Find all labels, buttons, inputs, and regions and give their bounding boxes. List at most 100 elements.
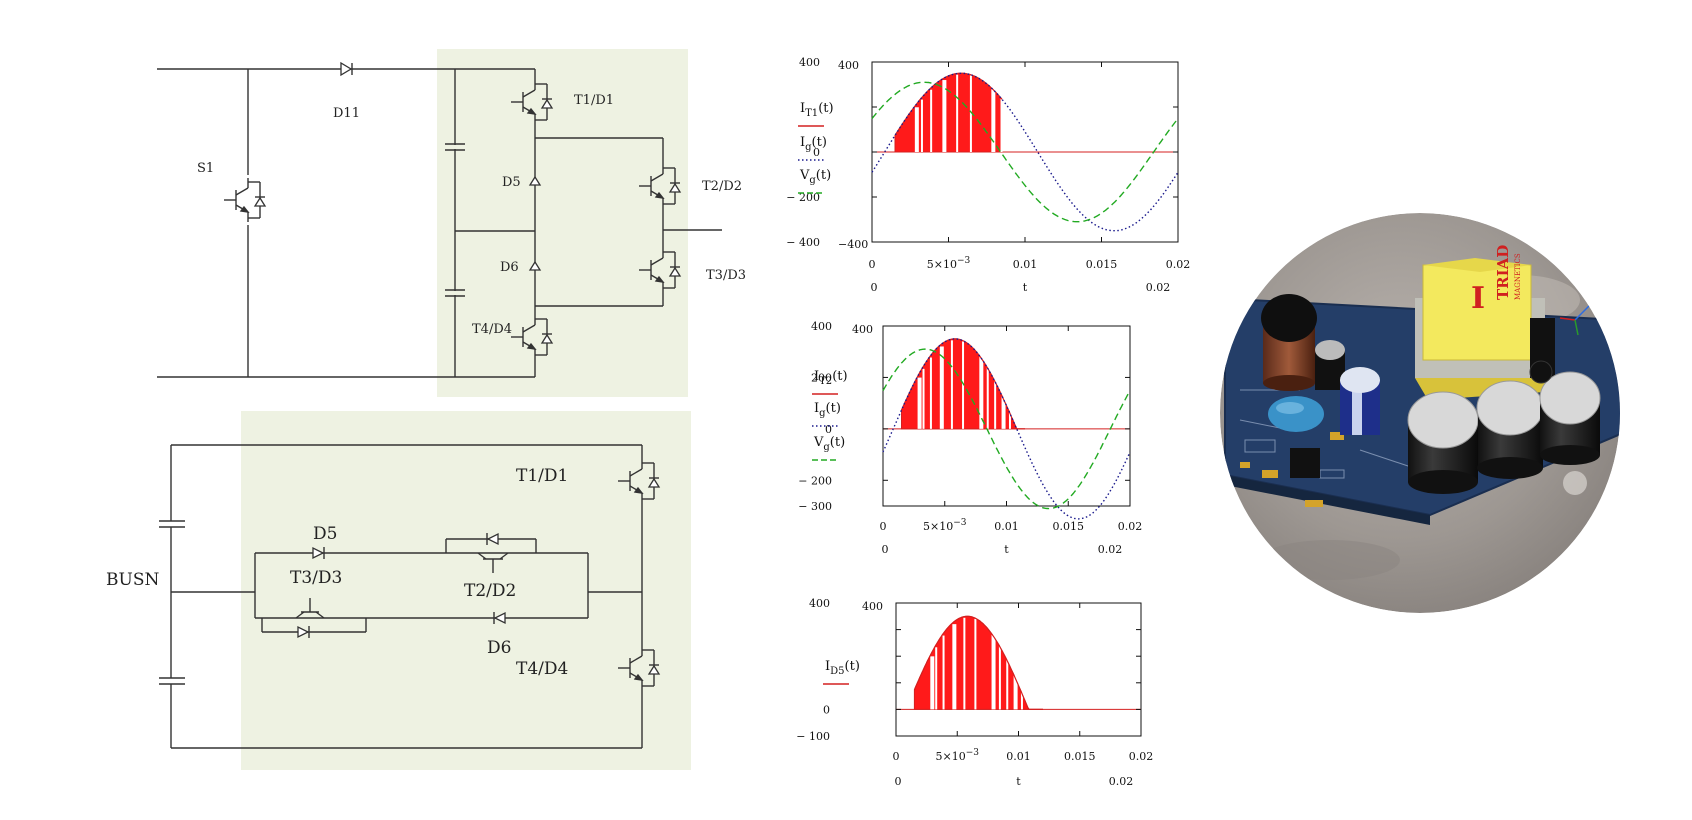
pulse-gap [998,646,1001,710]
busn-label: BUSN [106,570,159,590]
pulse-gap [991,634,996,710]
x-range-end-label: 0.02 [1098,543,1123,556]
pulse-gap [974,618,977,710]
x-tick-label: 5×10−3 [936,748,980,763]
t2d2-label: T2/D2 [702,179,742,194]
y-tick-label: − 200 [798,474,832,487]
y-tick-label: − 100 [796,730,830,743]
x-tick-label: 0.015 [1053,520,1085,533]
d5-diode-icon [312,546,325,560]
pulse-gap [917,377,922,429]
pulse-gap [939,346,944,429]
y-axis-top-label: 400 [838,59,859,72]
pulse-gap [956,74,959,152]
pulse-gap [979,356,984,429]
x-variable-label: t [1004,543,1009,556]
t1d1-label: T1/D1 [574,93,614,108]
x-tick-label: 5×10−3 [923,518,967,533]
ic-chip [1290,448,1320,478]
pulse-gap [963,617,966,710]
legend-label: Ig(t) [814,401,841,419]
y-tick-label: − 300 [798,500,832,513]
legend-label: IT1(t) [800,101,834,119]
top-circuit-wires [157,68,722,378]
series-vg [871,81,1179,223]
x-range-end-label: 0.02 [1109,775,1134,788]
x-range-start-label: 0 [882,543,889,556]
bottom-d6-label: D6 [487,638,511,658]
x-tick-label: 5×10−3 [927,256,971,271]
pulse-gap [922,368,925,429]
pulse-gap [994,380,997,429]
pulse-gap [1020,692,1023,710]
top-circuit: D11 S1 T1/D1 D5 D6 T2/D2 T3/D3 T4/D4 [157,49,746,397]
y-tick-label: 200 [811,371,832,384]
transformer-logo-text: TRIAD [1494,245,1512,300]
pulse-gap [1013,675,1018,710]
d3-diode-icon [297,625,310,639]
pulse-envelope [913,615,1043,711]
pulse-gap [929,357,932,429]
x-range-start-label: 0 [871,281,878,294]
bottom-t2d2-label: T2/D2 [464,581,516,601]
series-i-t1-t- [894,72,1003,153]
bottom-t3d3-label: T3/D3 [290,568,342,588]
x-tick-label: 0.01 [1006,750,1031,763]
view-control-icon[interactable] [1563,471,1587,495]
legend-label: Vg(t) [813,435,845,453]
t3d3-label: T3/D3 [706,268,746,283]
series-vg [882,348,1131,510]
pulse-gap [1006,659,1009,710]
pulse-gap [914,107,919,152]
series-ig [882,338,1131,520]
x-variable-label: t [1016,775,1021,788]
pulse-gap [991,88,996,152]
top-circuit-highlight [437,49,688,397]
legend-label: ID5(t) [825,659,860,677]
y-tick-label: 0 [813,146,820,159]
ceramic-capacitor [1268,396,1324,432]
pulse-gap [942,635,945,710]
s1-igbt-icon [223,177,266,223]
bottom-d5-label: D5 [313,524,337,544]
view-axis-triad-icon [1559,304,1591,336]
pulse-gap [942,80,947,152]
x-variable-label: t [1023,281,1028,294]
legend-label: Ig(t) [800,135,827,153]
transformer-logo-icon: I [1471,281,1485,316]
legend-label: Vg(t) [799,168,831,186]
pulse-gap [935,647,938,710]
pulse-gap [969,75,972,152]
x-range-end-label: 0.02 [1146,281,1171,294]
bottom-circuit-highlight [241,411,691,770]
legend-label: IT2(t) [814,369,848,387]
x-tick-label: 0.01 [994,520,1019,533]
x-tick-label: 0.02 [1118,520,1143,533]
y-tick-label: 400 [799,56,820,69]
y-axis-top-label: 400 [862,600,883,613]
pulse-gap [1001,396,1006,429]
pulse-gap [1008,412,1011,429]
x-tick-label: 0.015 [1086,258,1118,271]
transformer-logo-subtext: MAGNETICS [1514,253,1522,300]
pulse-gap [930,89,933,152]
series-i-d5-t- [913,615,1043,711]
d6-diode-icon [493,611,506,625]
bottom-t1d1-label: T1/D1 [516,466,568,486]
x-tick-label: 0.01 [1013,258,1038,271]
bulk-capacitors [1407,371,1601,494]
bottom-t4d4-label: T4/D4 [516,659,568,679]
y-axis-top-label: 400 [852,323,873,336]
pulse-gap [952,624,957,710]
pulse-gap [1000,98,1003,152]
y-tick-label: 400 [811,320,832,333]
pulse-gap [986,367,989,429]
d6-label: D6 [500,260,519,275]
x-tick-label: 0 [893,750,900,763]
y-tick-label: − 200 [786,191,820,204]
